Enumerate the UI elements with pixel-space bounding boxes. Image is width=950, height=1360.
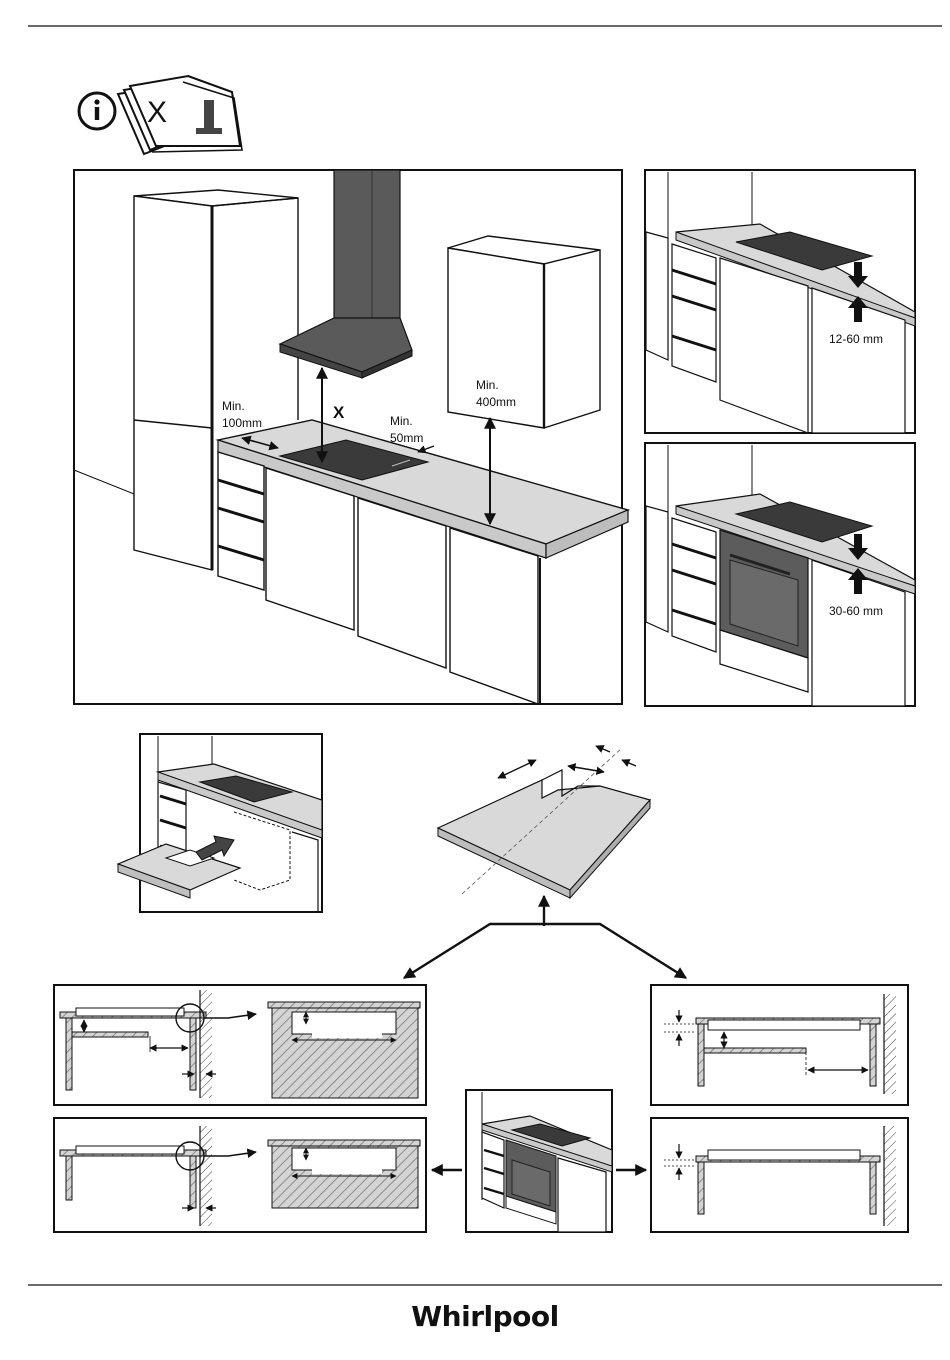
branch-arrows bbox=[404, 896, 686, 978]
rear-clearance-min: Min. bbox=[390, 414, 413, 428]
detail-top-mount-oven bbox=[651, 1118, 908, 1232]
detail-flush-mount-oven bbox=[54, 1118, 426, 1232]
detail-top-mount-drawer bbox=[651, 985, 908, 1105]
brand-logo: Whirlpool bbox=[411, 1300, 558, 1333]
wall-cabinet-value: 400mm bbox=[476, 395, 516, 409]
manual-book-letter: X bbox=[147, 96, 167, 129]
detail-flush-mount-drawer bbox=[54, 985, 426, 1105]
panel-drawer-installation: 12-60 mm bbox=[645, 170, 915, 433]
side-clearance-value: 100mm bbox=[222, 416, 262, 430]
rear-clearance-value: 50mm bbox=[390, 431, 423, 445]
panel-oven-installation: 30-60 mm bbox=[645, 443, 915, 706]
countertop-cutout-dimensions bbox=[438, 746, 650, 898]
wall-cabinet bbox=[448, 236, 600, 428]
side-clearance-min: Min. bbox=[222, 399, 245, 413]
panel-cutout-insert bbox=[118, 734, 322, 912]
main-kitchen-scene: X Min. 100mm Min. 50mm Min. 400mm bbox=[74, 170, 628, 704]
info-icon bbox=[79, 93, 115, 129]
bottom-gap-label: 30-60 mm bbox=[829, 604, 883, 618]
hood-height-label: X bbox=[333, 403, 345, 422]
top-gap-label: 12-60 mm bbox=[829, 332, 883, 346]
panel-oven-thumbnail bbox=[432, 1090, 646, 1232]
manual-book-icon: X bbox=[118, 76, 242, 154]
wall-cabinet-min: Min. bbox=[476, 378, 499, 392]
